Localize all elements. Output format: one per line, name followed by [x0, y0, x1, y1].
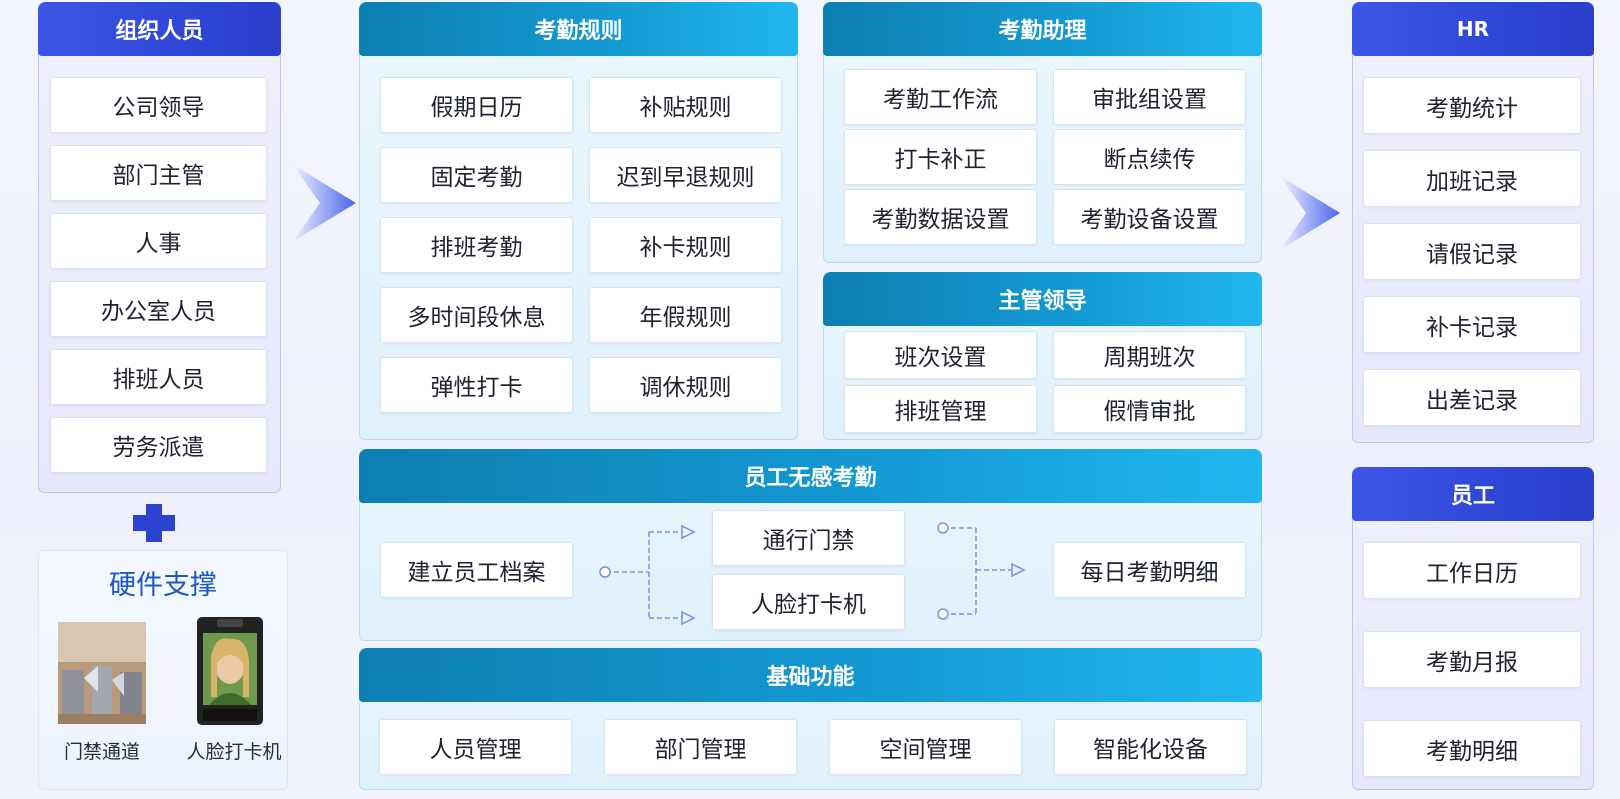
rules-item[interactable]: 补卡规则	[589, 217, 782, 273]
assistant-item[interactable]: 考勤设备设置	[1053, 189, 1246, 245]
employee-item[interactable]: 考勤明细	[1363, 720, 1581, 777]
rules-item[interactable]: 排班考勤	[380, 217, 573, 273]
leader-item[interactable]: 假情审批	[1053, 385, 1246, 433]
assistant-item[interactable]: 断点续传	[1053, 129, 1246, 185]
rules-item[interactable]: 年假规则	[589, 287, 782, 343]
seamless-access-box[interactable]: 通行门禁	[712, 510, 905, 566]
rules-item[interactable]: 调休规则	[589, 357, 782, 413]
rules-item[interactable]: 迟到早退规则	[589, 147, 782, 203]
basic-item[interactable]: 空间管理	[829, 719, 1022, 775]
org-item-dept-head[interactable]: 部门主管	[50, 145, 267, 201]
rules-item[interactable]: 固定考勤	[380, 147, 573, 203]
rules-header: 考勤规则	[359, 2, 798, 56]
employee-header: 员工	[1352, 467, 1594, 521]
seamless-panel: 员工无感考勤 建立员工档案 通行门禁 人脸打卡机 每日考勤明细	[359, 449, 1262, 641]
hr-item[interactable]: 出差记录	[1363, 369, 1581, 426]
assistant-item[interactable]: 审批组设置	[1053, 69, 1246, 125]
hr-item[interactable]: 补卡记录	[1363, 296, 1581, 353]
flow-connector	[599, 522, 1026, 626]
org-item-dispatch[interactable]: 劳务派遣	[50, 417, 267, 473]
org-item-leader[interactable]: 公司领导	[50, 77, 267, 133]
basic-header: 基础功能	[359, 648, 1262, 702]
employee-panel: 员工 工作日历 考勤月报 考勤明细	[1352, 467, 1594, 790]
hr-header: HR	[1352, 2, 1594, 56]
basic-item[interactable]: 智能化设备	[1054, 719, 1247, 775]
hr-item[interactable]: 加班记录	[1363, 150, 1581, 207]
org-panel: 组织人员 公司领导 部门主管 人事 办公室人员 排班人员 劳务派遣	[38, 2, 281, 493]
leader-header: 主管领导	[823, 272, 1262, 326]
employee-item[interactable]: 考勤月报	[1363, 631, 1581, 688]
rules-panel: 考勤规则 假期日历 补贴规则 固定考勤 迟到早退规则 排班考勤 补卡规则 多时间…	[359, 2, 798, 440]
seamless-start-box[interactable]: 建立员工档案	[380, 542, 573, 598]
plus-icon	[133, 504, 175, 542]
leader-item[interactable]: 周期班次	[1053, 331, 1246, 379]
hr-item[interactable]: 请假记录	[1363, 223, 1581, 280]
flow-arrow-icon	[292, 164, 356, 242]
basic-item[interactable]: 部门管理	[604, 719, 797, 775]
seamless-header: 员工无感考勤	[359, 449, 1262, 503]
hardware-caption-turnstile: 门禁通道	[63, 741, 140, 763]
leader-item[interactable]: 排班管理	[844, 385, 1037, 433]
seamless-face-box[interactable]: 人脸打卡机	[712, 574, 905, 630]
leader-panel: 主管领导 班次设置 周期班次 排班管理 假情审批	[823, 272, 1262, 440]
flow-arrow-icon	[1280, 176, 1340, 250]
org-item-scheduler[interactable]: 排班人员	[50, 349, 267, 405]
seamless-end-box[interactable]: 每日考勤明细	[1053, 542, 1246, 598]
assistant-item[interactable]: 打卡补正	[844, 129, 1037, 185]
leader-item[interactable]: 班次设置	[844, 331, 1037, 379]
rules-item[interactable]: 假期日历	[380, 77, 573, 133]
assistant-item[interactable]: 考勤工作流	[844, 69, 1037, 125]
basic-item[interactable]: 人员管理	[379, 719, 572, 775]
hardware-caption-face: 人脸打卡机	[186, 741, 282, 763]
assistant-item[interactable]: 考勤数据设置	[844, 189, 1037, 245]
hr-panel: HR 考勤统计 加班记录 请假记录 补卡记录 出差记录	[1352, 2, 1594, 443]
assistant-panel: 考勤助理 考勤工作流 审批组设置 打卡补正 断点续传 考勤数据设置 考勤设备设置	[823, 2, 1262, 263]
employee-item[interactable]: 工作日历	[1363, 542, 1581, 599]
hardware-panel: 硬件支撑 门禁通道 人脸打卡机	[38, 550, 288, 790]
org-item-office[interactable]: 办公室人员	[50, 281, 267, 337]
face-terminal-image	[197, 617, 263, 725]
assistant-header: 考勤助理	[823, 2, 1262, 56]
rules-item[interactable]: 多时间段休息	[380, 287, 573, 343]
turnstile-image	[58, 622, 146, 724]
org-header: 组织人员	[38, 2, 281, 56]
hr-item[interactable]: 考勤统计	[1363, 77, 1581, 134]
org-item-hr[interactable]: 人事	[50, 213, 267, 269]
rules-item[interactable]: 弹性打卡	[380, 357, 573, 413]
rules-item[interactable]: 补贴规则	[589, 77, 782, 133]
hardware-title: 硬件支撑	[109, 570, 217, 601]
basic-panel: 基础功能 人员管理 部门管理 空间管理 智能化设备	[359, 648, 1262, 790]
